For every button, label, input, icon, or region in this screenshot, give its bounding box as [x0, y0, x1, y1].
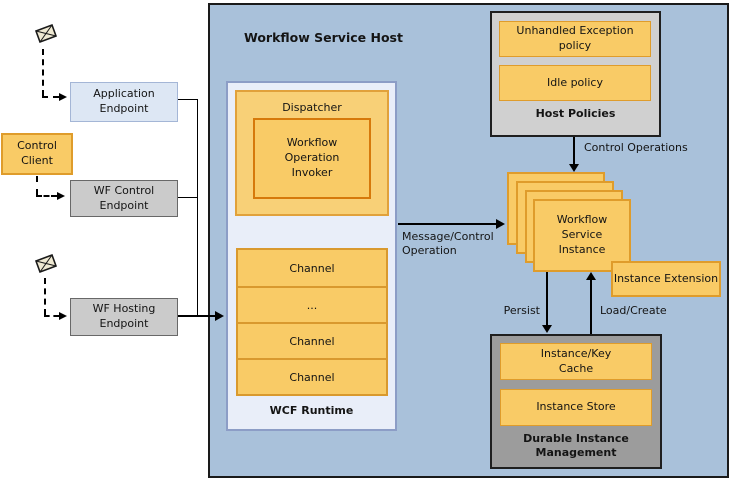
idle-policy-label: Idle policy: [547, 75, 603, 89]
load-create-label: Load/Create: [600, 304, 667, 317]
arrowhead-down-icon: [542, 325, 552, 333]
channel-stack: Channel ... Channel Channel: [236, 248, 388, 396]
arrowhead-right-icon: [496, 219, 505, 229]
dashed-connector: [44, 278, 46, 315]
unhandled-exception-policy-box: Unhandled Exception policy: [499, 21, 651, 57]
instance-key-cache-box: Instance/Key Cache: [500, 343, 652, 380]
wcf-runtime-label: WCF Runtime: [269, 404, 354, 417]
dashed-connector: [42, 96, 59, 98]
arrowhead-right-icon: [215, 311, 224, 321]
workflow-service-host-title: Workflow Service Host: [244, 30, 403, 45]
host-policies-label: Host Policies: [535, 107, 616, 120]
control-operations-arrow: [573, 137, 575, 165]
workflow-service-instance-label: Workflow Service Instance: [556, 213, 608, 256]
workflow-operation-invoker-label: Workflow Operation Invoker: [284, 136, 340, 179]
channel-label: Channel: [289, 261, 335, 275]
message-control-operation-label: Message/Control Operation: [402, 230, 494, 258]
dashed-connector: [42, 49, 44, 96]
control-client-label: Control Client: [17, 139, 57, 167]
instance-extension-label: Instance Extension: [613, 271, 719, 285]
arrowhead-down-icon: [569, 164, 579, 172]
channel-row: Channel: [238, 250, 386, 286]
control-operations-label: Control Operations: [584, 141, 688, 154]
wf-hosting-endpoint-label: WF Hosting Endpoint: [92, 302, 156, 330]
dashed-connector: [36, 195, 57, 197]
mail-icon: [33, 252, 59, 281]
mail-icon: [33, 22, 59, 51]
instance-key-cache-label: Instance/Key Cache: [540, 346, 612, 375]
dashed-connector: [36, 176, 38, 195]
arrowhead-right-icon: [59, 93, 67, 101]
workflow-service-instance-box: Workflow Service Instance: [533, 199, 631, 272]
channel-ellipsis-label: ...: [306, 298, 318, 312]
load-create-arrow: [590, 280, 592, 334]
instance-store-label: Instance Store: [536, 400, 616, 414]
arrowhead-up-icon: [586, 272, 596, 280]
application-endpoint-label: Application Endpoint: [93, 87, 155, 115]
wf-control-endpoint-label: WF Control Endpoint: [93, 183, 155, 212]
endpoint-connector-line: [196, 99, 198, 317]
channel-row: ...: [238, 286, 386, 322]
durable-instance-management-label: Durable Instance Management: [523, 432, 629, 460]
endpoint-connector-line: [178, 99, 198, 100]
persist-arrow: [546, 272, 548, 326]
channel-row: Channel: [238, 358, 386, 394]
dashed-connector: [44, 315, 59, 317]
channel-label: Channel: [289, 370, 335, 384]
application-endpoint-box: Application Endpoint: [70, 82, 178, 122]
channel-row: Channel: [238, 322, 386, 358]
hosting-arrow-line: [178, 315, 216, 317]
dispatcher-label: Dispatcher: [282, 101, 342, 114]
control-client-box: Control Client: [1, 133, 73, 175]
instance-store-box: Instance Store: [500, 389, 652, 426]
idle-policy-box: Idle policy: [499, 65, 651, 101]
wf-hosting-endpoint-box: WF Hosting Endpoint: [70, 298, 178, 336]
arrowhead-right-icon: [59, 312, 67, 320]
message-control-operation-arrow: [398, 223, 497, 225]
endpoint-connector-line: [178, 197, 198, 198]
instance-extension-box: Instance Extension: [611, 261, 721, 297]
workflow-operation-invoker-box: Workflow Operation Invoker: [253, 118, 371, 199]
wf-control-endpoint-box: WF Control Endpoint: [70, 180, 178, 217]
persist-label: Persist: [503, 304, 540, 317]
unhandled-exception-policy-label: Unhandled Exception policy: [516, 24, 634, 52]
channel-label: Channel: [289, 334, 335, 348]
arrowhead-right-icon: [57, 192, 65, 200]
